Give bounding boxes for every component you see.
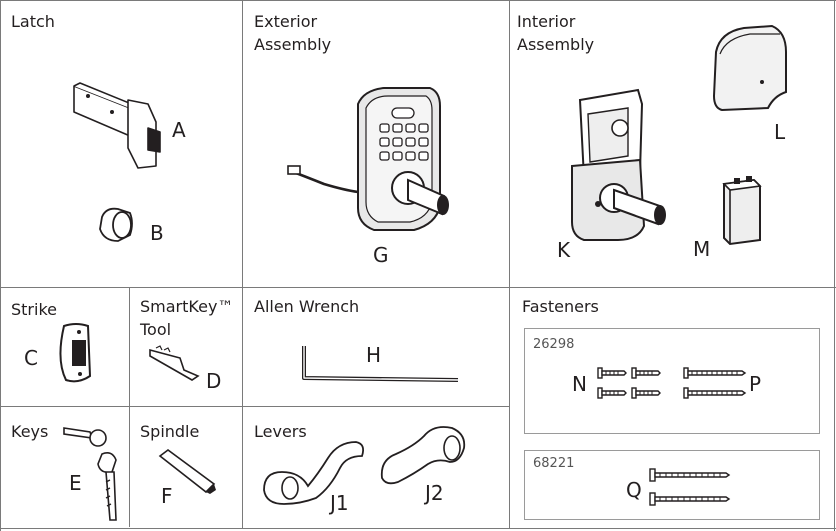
divider-row-1	[0, 287, 836, 288]
label-L: L	[774, 120, 786, 144]
label-E: E	[69, 471, 82, 495]
heading-spindle: Spindle	[140, 422, 200, 441]
battery-illustration	[722, 176, 762, 246]
fastener-box-upper	[524, 328, 820, 434]
part-number-lower: 68221	[533, 456, 575, 471]
divider-col-3	[129, 287, 130, 527]
short-screws-illustration	[597, 367, 661, 399]
label-Q: Q	[626, 478, 642, 502]
label-G: G	[373, 243, 389, 267]
spindle-illustration	[158, 449, 216, 494]
divider-col-2	[509, 0, 510, 529]
heading-allen: Allen Wrench	[254, 297, 360, 316]
label-A: A	[172, 118, 186, 142]
battery-cover-illustration	[712, 24, 787, 112]
frame-bottom	[0, 528, 836, 529]
heading-latch: Latch	[11, 12, 55, 31]
divider-col-1	[242, 0, 243, 529]
long-screws-illustration	[683, 367, 747, 399]
heading-interior-1: Interior	[517, 12, 576, 31]
keys-illustration	[63, 427, 117, 521]
smartkey-tool-illustration	[149, 345, 200, 381]
fastener-box-lower	[524, 450, 820, 520]
heading-keys: Keys	[11, 422, 49, 441]
label-M: M	[693, 237, 711, 261]
heading-smartkey-1: SmartKey™	[140, 297, 234, 316]
heading-smartkey-2: Tool	[140, 320, 172, 339]
label-B: B	[150, 221, 164, 245]
label-N: N	[572, 372, 587, 396]
latch-illustration	[73, 82, 161, 169]
label-F: F	[161, 484, 173, 508]
heading-exterior-1: Exterior	[254, 12, 318, 31]
bushing-illustration	[99, 207, 133, 242]
label-J1: J1	[330, 491, 349, 515]
heading-fasteners: Fasteners	[522, 297, 599, 316]
label-K: K	[557, 238, 571, 262]
label-P: P	[749, 372, 762, 396]
label-J2: J2	[425, 481, 444, 505]
label-H: H	[366, 343, 382, 367]
frame-left	[0, 0, 1, 531]
label-C: C	[24, 346, 38, 370]
heading-levers: Levers	[254, 422, 307, 441]
lever-j1-illustration	[263, 441, 365, 505]
label-D: D	[206, 369, 222, 393]
part-number-upper: 26298	[533, 337, 575, 352]
strike-screws-illustration	[649, 468, 731, 506]
frame-right	[834, 0, 835, 531]
strike-plate-illustration	[59, 323, 92, 383]
interior-assembly-illustration	[571, 88, 666, 241]
heading-strike: Strike	[11, 300, 57, 319]
heading-exterior-2: Assembly	[254, 35, 332, 54]
frame-top	[0, 0, 836, 1]
allen-wrench-illustration	[302, 346, 459, 382]
divider-row-2	[0, 406, 510, 407]
lever-j2-illustration	[380, 426, 466, 485]
heading-interior-2: Assembly	[517, 35, 595, 54]
exterior-assembly-illustration	[287, 87, 449, 231]
